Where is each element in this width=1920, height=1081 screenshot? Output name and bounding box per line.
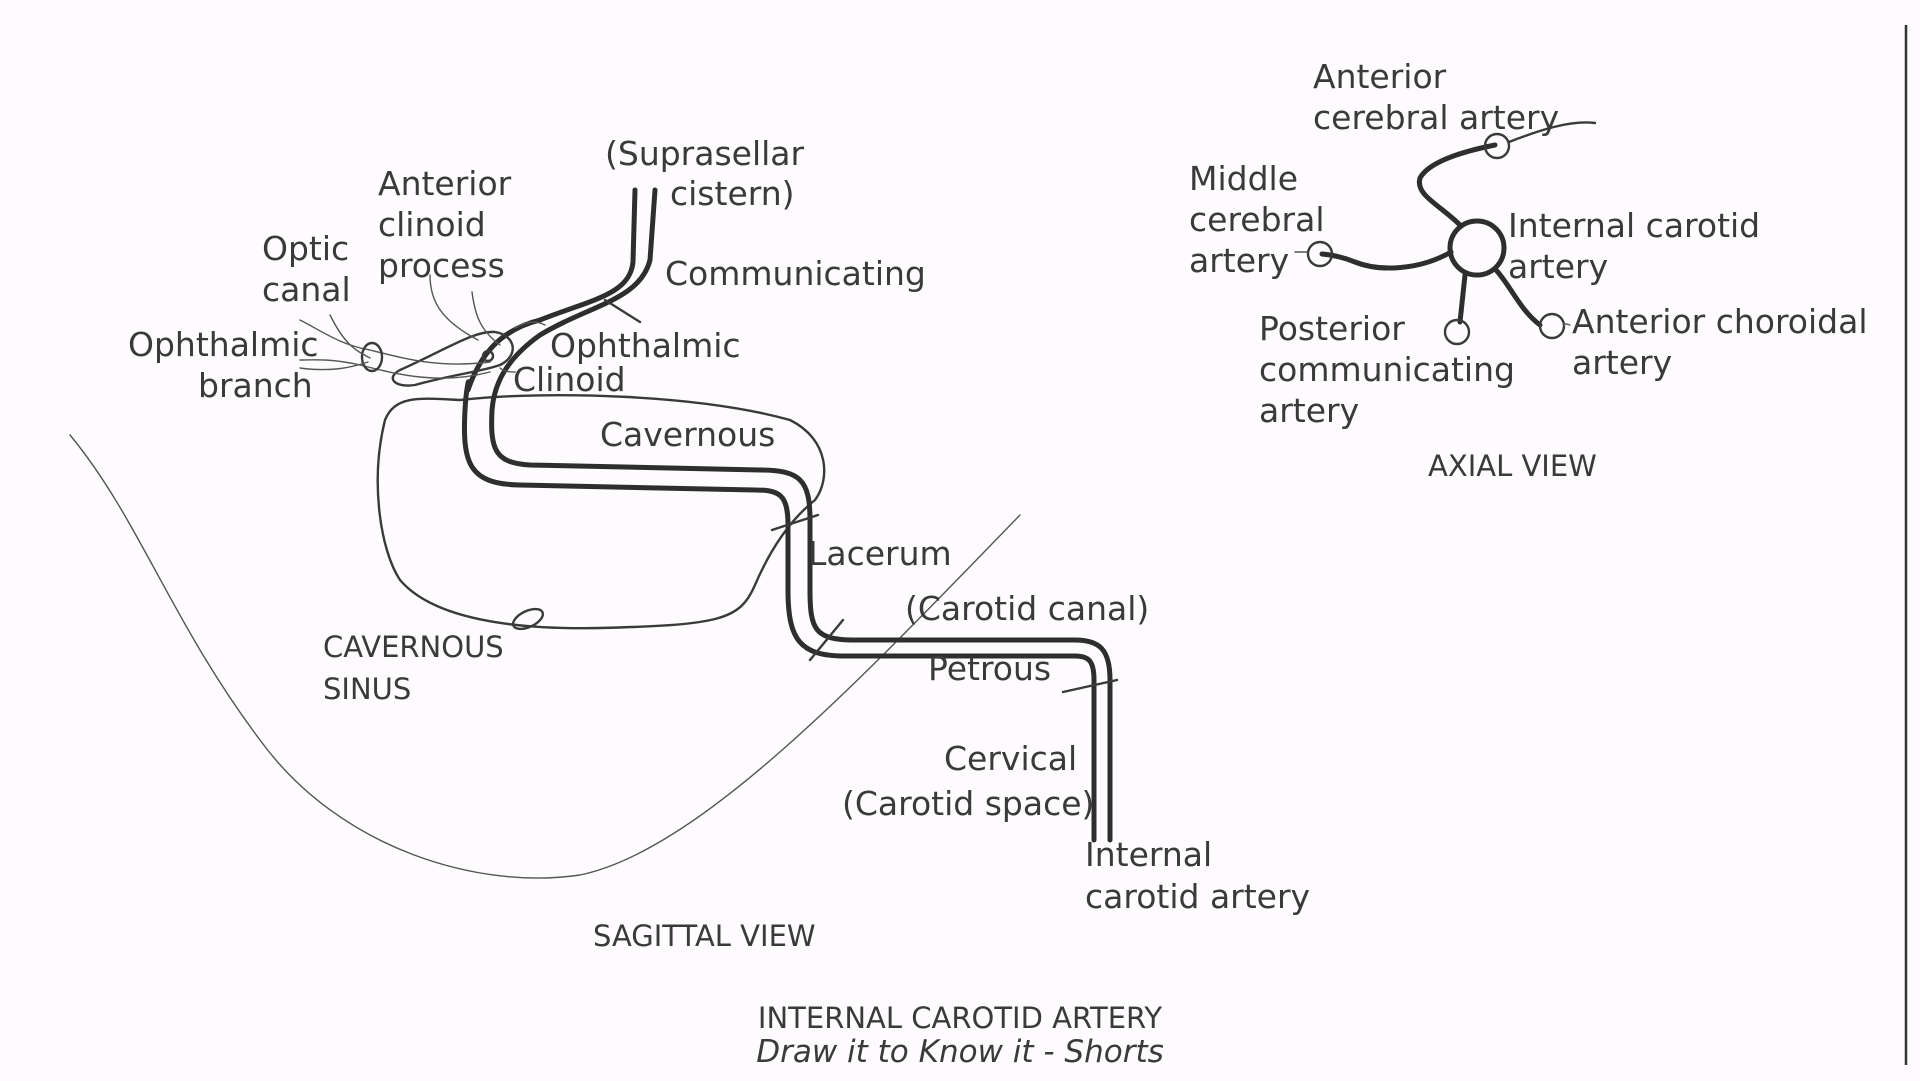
axial-mca-circle: [1306, 240, 1334, 268]
label-cavernous-sinus-1: CAVERNOUS: [323, 630, 504, 664]
label-aca-1: Anterior: [1313, 57, 1447, 96]
label-axial-ica-1: Internal carotid: [1508, 206, 1760, 245]
label-branch: branch: [198, 366, 313, 405]
label-anterior: Anterior: [378, 164, 512, 203]
label-carotid-canal: (Carotid canal): [905, 589, 1149, 628]
axial-achor-vessel: [1493, 267, 1543, 328]
label-mca-1: Middle: [1189, 159, 1298, 198]
label-axial-ica-2: artery: [1508, 247, 1608, 286]
leader-ophthalmic-branch: [299, 361, 369, 371]
petrous-boundary-mark: [808, 618, 845, 662]
ica-wall-posterior: [489, 187, 1113, 843]
axial-pcom-vessel: [1457, 272, 1468, 325]
axial-pcom-circle: [1443, 318, 1471, 346]
label-ophthalmic: Ophthalmic: [128, 325, 319, 364]
leader-clinoid-process-2: [471, 291, 501, 346]
label-suprasellar: (Suprasellar: [605, 134, 805, 173]
label-lacerum: Lacerum: [808, 534, 952, 573]
axial-ica-circle: [1447, 218, 1507, 278]
axial-view-title: AXIAL VIEW: [1428, 449, 1597, 483]
footer-subtitle: Draw it to Know it - Shorts: [756, 1034, 1164, 1070]
label-pcom-2: communicating: [1259, 350, 1515, 389]
leader-ophthalmic-seg: [514, 321, 546, 329]
label-communicating: Communicating: [665, 254, 926, 293]
label-carotid-space: (Carotid space): [842, 784, 1094, 823]
axial-mca-vessel: [1319, 249, 1454, 271]
optic-nerve: [299, 359, 491, 379]
label-cavernous-segment: Cavernous: [600, 415, 775, 454]
label-ica-2: carotid artery: [1085, 877, 1310, 916]
axial-aca-continuation: [1507, 121, 1597, 144]
label-clinoid: clinoid: [378, 205, 486, 244]
label-achor-1: Anterior choroidal: [1572, 302, 1868, 341]
label-process: process: [378, 246, 505, 285]
sagittal-view-title: SAGITTAL VIEW: [593, 919, 816, 953]
label-mca-2: cerebral: [1189, 200, 1325, 239]
clinoid-dot: [481, 349, 495, 363]
label-ophthalmic-segment: Ophthalmic: [550, 326, 741, 365]
label-clinoid-segment: Clinoid: [513, 360, 626, 399]
optic-canal-mark: [360, 341, 384, 373]
lacerum-boundary-mark: [770, 513, 820, 532]
label-petrous: Petrous: [928, 649, 1051, 688]
skull-base-curve: [69, 434, 1021, 879]
cavernous-sinus-outline: [376, 393, 826, 630]
ophthalmic-branch: [299, 319, 491, 365]
sinus-cross-section: [511, 607, 545, 631]
leader-achor: [1562, 323, 1571, 327]
label-aca-2: cerebral artery: [1313, 98, 1559, 137]
label-optic: Optic: [262, 229, 349, 268]
axial-aca-vessel: [1416, 142, 1498, 228]
label-cavernous-sinus-2: SINUS: [323, 672, 411, 706]
leader-optic-canal: [329, 314, 371, 359]
label-achor-2: artery: [1572, 343, 1672, 382]
leader-clinoid-seg: [499, 367, 516, 373]
axial-aca-circle: [1483, 132, 1511, 160]
axial-achor-circle: [1538, 312, 1566, 340]
footer-title: INTERNAL CAROTID ARTERY: [758, 1001, 1162, 1035]
ica-wall-anterior: [461, 187, 1097, 843]
leader-clinoid-process: [429, 274, 479, 341]
label-cervical: Cervical: [944, 739, 1077, 778]
anterior-clinoid-process: [391, 330, 514, 387]
communicating-boundary-mark: [603, 298, 642, 324]
label-pcom-3: artery: [1259, 391, 1359, 430]
label-canal: canal: [262, 270, 351, 309]
label-pcom-1: Posterior: [1259, 309, 1405, 348]
label-cistern: cistern): [670, 174, 795, 213]
cervical-boundary-mark: [1061, 678, 1119, 694]
label-ica-1: Internal: [1085, 835, 1212, 874]
label-mca-3: artery: [1189, 241, 1289, 280]
